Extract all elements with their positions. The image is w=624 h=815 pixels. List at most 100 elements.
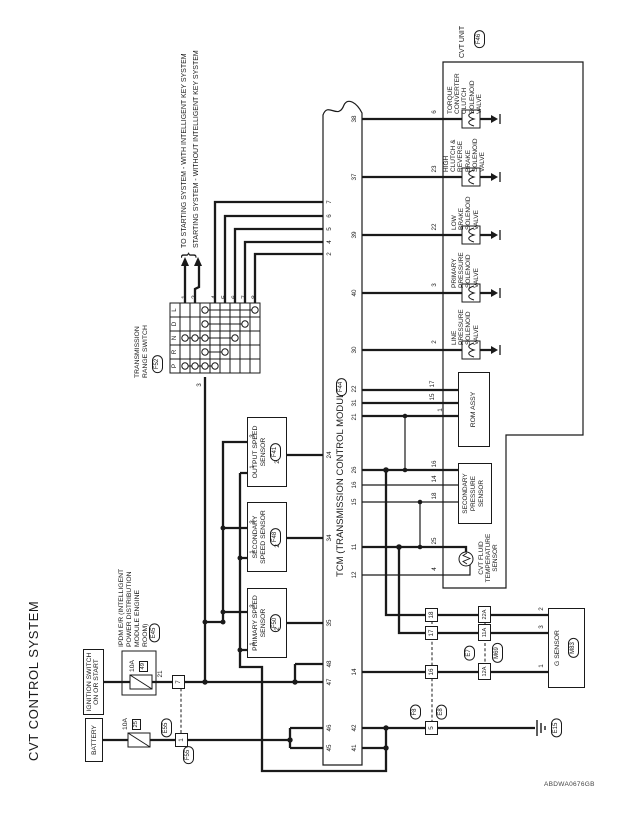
cvt-unit-box bbox=[442, 61, 584, 589]
secondary-pin-3: 3 bbox=[249, 520, 256, 524]
hcrb-l4: BRAKE bbox=[464, 149, 472, 172]
secondary-pressure-sensor-box: SECONDARY PRESSURE SENSOR bbox=[458, 463, 492, 524]
diagram-code: ABDWA0676GB bbox=[544, 781, 595, 788]
sps-l1: SECONDARY bbox=[462, 473, 469, 514]
tcc-l4: SOLENOID bbox=[468, 80, 476, 114]
rom-pin-15: 15 bbox=[429, 393, 436, 401]
primary-pin-3: 3 bbox=[249, 604, 256, 608]
primary-pin-2: 2 bbox=[274, 627, 281, 631]
fuse-25-number: 25 bbox=[132, 718, 141, 730]
output-speed-label-2: SENSOR bbox=[260, 437, 267, 467]
solenoid-label-tcc: TORQUE CONVERTER CLUTCH SOLENOID VALVE bbox=[447, 73, 483, 114]
low-l4: VALVE bbox=[472, 210, 480, 230]
ignition-switch-box: IGNITION SWITCH ON OR START bbox=[83, 649, 104, 715]
rom-assy-label: ROM ASSY bbox=[470, 391, 477, 428]
low-l3: SOLENOID bbox=[465, 196, 473, 230]
wire-thick bbox=[103, 117, 548, 773]
tcm-pin-41: 41 bbox=[351, 744, 358, 752]
primary-pin-1: 1 bbox=[249, 642, 256, 646]
connector-box-18: 18 bbox=[425, 608, 438, 622]
tcc-l5: VALVE bbox=[475, 94, 483, 114]
trs-pin-3: 3 bbox=[196, 383, 203, 387]
g-sensor-label: G SENSOR bbox=[554, 630, 561, 666]
temp-l1: CVT FLUID bbox=[478, 541, 485, 575]
starting-line-1: TO STARTING SYSTEM - WITH INTELLIGENT KE… bbox=[181, 53, 188, 248]
hcrb-l5: SOLENOID bbox=[471, 138, 479, 172]
tcm-pin-30: 30 bbox=[351, 346, 358, 354]
tcm-pin-11: 11 bbox=[351, 543, 358, 551]
connector-oval-m83: M83 bbox=[568, 638, 579, 658]
tcc-l1: TORQUE bbox=[447, 86, 454, 114]
sps-pin-18: 18 bbox=[431, 492, 438, 500]
hcrb-l1: HIGH bbox=[443, 155, 450, 172]
pp-l1: PRIMARY bbox=[451, 258, 458, 289]
connector-oval-f44: F44 bbox=[336, 377, 347, 397]
connector-box-11a: 11A bbox=[478, 624, 491, 641]
trs-pin-2: 2 bbox=[191, 295, 198, 299]
connector-oval-f8: F8 bbox=[410, 704, 421, 720]
pp-l2: PRESSURE bbox=[458, 252, 466, 288]
trs-pin-4: 4 bbox=[211, 295, 218, 299]
tcm-pin-47: 47 bbox=[326, 678, 333, 686]
output-pin-2: 2 bbox=[274, 460, 281, 464]
ipdm-box bbox=[121, 650, 157, 696]
pp-l4: VALVE bbox=[472, 268, 480, 288]
ground-icon bbox=[536, 720, 546, 736]
fuse-symbols bbox=[127, 674, 153, 748]
connector-oval-e8: E8 bbox=[436, 704, 447, 720]
trs-label: TRANSMISSION RANGE SWITCH bbox=[134, 325, 150, 378]
tcm-pin-40: 40 bbox=[351, 289, 358, 297]
g-pin-2: 2 bbox=[538, 607, 545, 611]
ipdm-line-2: POWER DISTRIBUTION bbox=[126, 571, 133, 647]
sps-pin-14: 14 bbox=[431, 475, 438, 483]
trs-pin-5: 5 bbox=[221, 295, 228, 299]
junction-dots bbox=[202, 413, 423, 751]
tcm-pin-39: 39 bbox=[351, 231, 358, 239]
ignition-label-2: ON OR START bbox=[93, 659, 100, 705]
trs-label-1: TRANSMISSION bbox=[134, 326, 141, 378]
cvt-pin-2: 2 bbox=[431, 340, 438, 344]
trs-pin-1: 1 bbox=[181, 295, 188, 299]
connector-box-12a: 12A bbox=[478, 663, 491, 680]
wire-thin bbox=[362, 416, 471, 576]
rom-assy-box: ROM ASSY bbox=[458, 372, 490, 447]
secondary-pin-1: 1 bbox=[249, 550, 256, 554]
thermistor-icon bbox=[458, 551, 474, 567]
temp-sensor-label: CVT FLUID TEMPERATURE SENSOR bbox=[478, 527, 500, 589]
primary-speed-label-2: SENSOR bbox=[260, 608, 267, 638]
tcm-name: TCM (TRANSMISSION CONTROL MODULE) bbox=[335, 383, 346, 577]
low-l1: LOW bbox=[451, 215, 458, 230]
tcm-pin-12: 12 bbox=[351, 571, 358, 579]
connector-oval-e7: E7 bbox=[464, 645, 475, 661]
tcm-pin-15: 15 bbox=[351, 498, 358, 506]
tcc-l3: CLUTCH bbox=[461, 87, 469, 114]
cvt-pin-22: 22 bbox=[431, 223, 438, 231]
tcm-pin-42: 42 bbox=[351, 724, 358, 732]
g-pin-1: 1 bbox=[538, 664, 545, 668]
range-switch-grid bbox=[169, 302, 261, 374]
hcrb-l6: VALVE bbox=[479, 152, 487, 172]
connector-oval-m69: M69 bbox=[492, 643, 503, 663]
ipdm-line-3: MODULE ENGINE bbox=[134, 589, 141, 647]
fuse-49-amp: 10A bbox=[129, 659, 136, 672]
tcm-pin-2: 2 bbox=[326, 252, 333, 256]
cvt-pin-3: 3 bbox=[431, 283, 438, 287]
output-pin-1: 1 bbox=[249, 465, 256, 469]
trs-pos-l: L bbox=[171, 308, 178, 312]
tcm-pin-14: 14 bbox=[351, 668, 358, 676]
battery-label: BATTERY bbox=[91, 725, 98, 755]
connector-oval-e45: E45 bbox=[149, 623, 160, 643]
cvt-pin-6: 6 bbox=[431, 110, 438, 114]
tcm-pin-48: 48 bbox=[326, 660, 333, 668]
solenoid-symbols bbox=[461, 109, 501, 360]
tcm-pin-21: 21 bbox=[351, 413, 358, 421]
connector-box-16: 16 bbox=[425, 665, 438, 679]
trs-pin-8: 8 bbox=[251, 295, 258, 299]
sps-l2: PRESSURE bbox=[470, 475, 477, 512]
solenoid-label-hcrb: HIGH CLUTCH & REVERSE BRAKE SOLENOID VAL… bbox=[443, 138, 486, 172]
secondary-speed-label-2: SPEED SENSOR bbox=[260, 510, 267, 564]
battery-box: BATTERY bbox=[85, 718, 103, 762]
pp-l3: SOLENOID bbox=[465, 254, 473, 288]
